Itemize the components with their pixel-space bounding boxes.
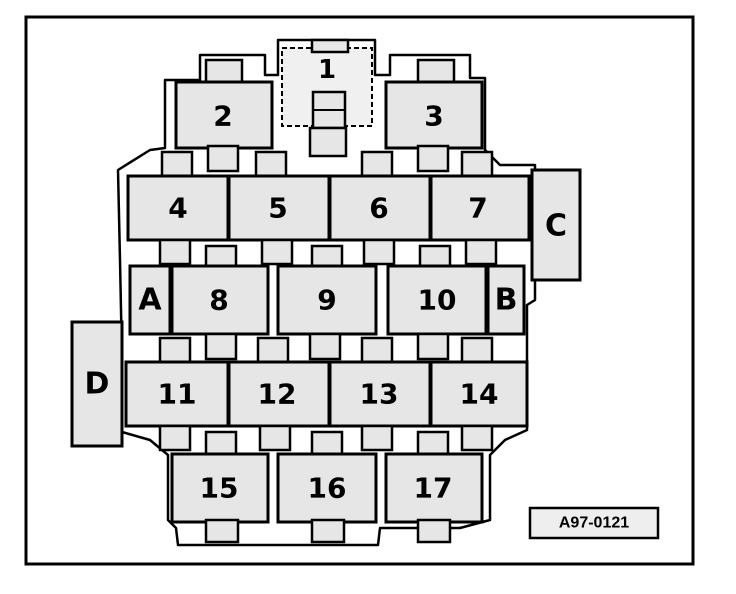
tab — [416, 144, 450, 173]
relay-14 — [429, 360, 529, 428]
relay-5-label: 5 — [268, 192, 287, 225]
relay-12 — [227, 360, 331, 428]
tab — [158, 238, 192, 266]
tab — [258, 424, 292, 452]
tab — [204, 518, 240, 544]
relay-6 — [328, 174, 432, 242]
reference-box — [528, 506, 660, 540]
relay-11-label: 11 — [158, 378, 197, 411]
relay-2-label: 2 — [213, 100, 232, 133]
tab — [460, 424, 494, 452]
relay-17 — [384, 452, 484, 524]
tab — [260, 238, 294, 266]
relay-3-label: 3 — [424, 100, 443, 133]
relay-12-label: 12 — [258, 378, 297, 411]
tab — [416, 332, 450, 361]
tab — [254, 150, 288, 179]
tab — [160, 150, 194, 179]
tab — [360, 424, 394, 452]
relay-14-label: 14 — [460, 378, 499, 411]
tab — [416, 430, 450, 458]
tab — [416, 518, 452, 544]
side-b-label: B — [495, 283, 518, 318]
tab — [308, 332, 342, 361]
carrier-outline — [116, 38, 537, 547]
tab — [360, 336, 394, 365]
relay-4-label: 4 — [168, 192, 187, 225]
relay-9-label: 9 — [317, 284, 336, 317]
tab — [256, 336, 290, 365]
tab — [204, 430, 238, 458]
relay-10 — [386, 264, 488, 336]
side-c — [530, 168, 582, 282]
relay-15-label: 15 — [200, 472, 239, 505]
figure-frame — [24, 15, 695, 566]
relay-1-stem — [308, 126, 348, 158]
relay-8-label: 8 — [209, 284, 228, 317]
tab — [158, 424, 192, 452]
side-d-label: D — [85, 367, 110, 402]
tab — [310, 430, 344, 458]
relay-16-label: 16 — [308, 472, 347, 505]
relay-15 — [170, 452, 270, 524]
side-d — [70, 320, 124, 448]
tab — [360, 150, 394, 179]
relay-2 — [174, 80, 274, 150]
side-a — [128, 264, 172, 336]
tab — [464, 238, 498, 266]
reference-label: A97-0121 — [559, 515, 629, 532]
relay-10-label: 10 — [418, 284, 457, 317]
relay-1-top-tab — [310, 38, 350, 54]
relay-17-label: 17 — [414, 472, 453, 505]
relay-3 — [384, 80, 484, 150]
side-a-label: A — [138, 283, 162, 318]
tab — [158, 336, 192, 365]
side-b — [486, 264, 526, 336]
tab — [206, 144, 240, 173]
side-c-label: C — [545, 209, 567, 244]
tab — [310, 518, 346, 544]
tab — [460, 336, 494, 365]
tab — [362, 238, 396, 266]
relay-6-label: 6 — [369, 192, 388, 225]
relay-13-label: 13 — [360, 378, 399, 411]
relay-7-label: 7 — [468, 192, 487, 225]
tab — [460, 150, 494, 179]
tab — [204, 332, 238, 361]
relay-1-label: 1 — [318, 55, 336, 85]
